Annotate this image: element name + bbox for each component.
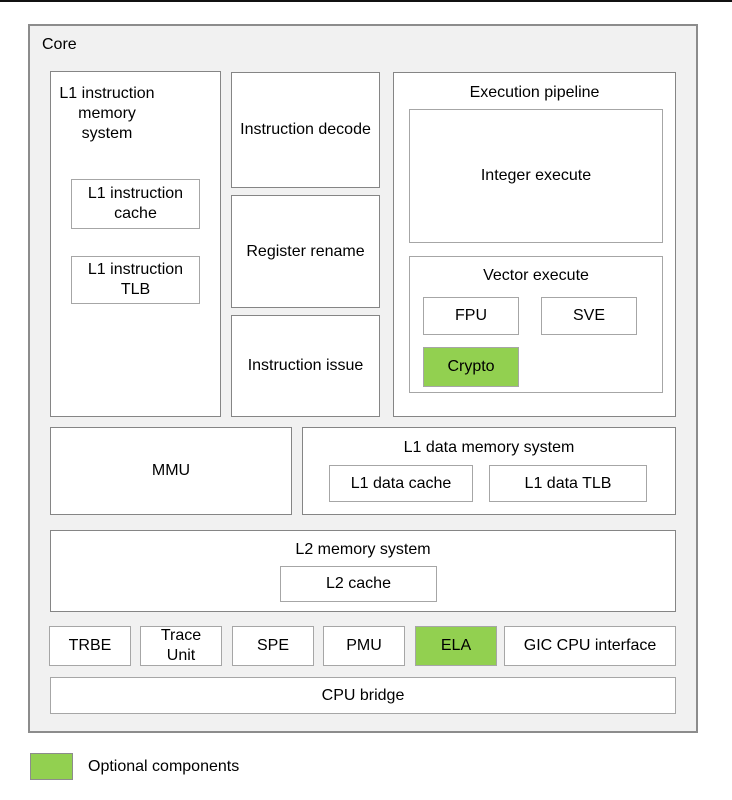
pmu-box: PMU	[323, 626, 405, 666]
optional-components-swatch	[30, 753, 73, 780]
optional-components-label: Optional components	[88, 757, 240, 775]
cpu-bridge-label: CPU bridge	[321, 686, 405, 704]
crypto-box: Crypto	[423, 347, 519, 387]
instruction-issue-box: Instruction issue	[231, 315, 380, 417]
l2-memory-system-title: L2 memory system	[295, 541, 431, 558]
l1-instruction-tlb-label: L1 instruction TLB	[87, 261, 184, 298]
integer-execute-label: Integer execute	[480, 167, 592, 184]
mmu-label: MMU	[151, 462, 191, 479]
l2-cache-label: L2 cache	[326, 575, 391, 592]
ela-box: ELA	[415, 626, 497, 666]
sve-label: SVE	[572, 307, 605, 324]
gic-cpu-interface-label: GIC CPU interface	[523, 637, 657, 654]
fpu-box: FPU	[423, 297, 519, 335]
instruction-decode-box: Instruction decode	[231, 72, 380, 188]
crypto-label: Crypto	[447, 358, 495, 375]
execution-pipeline-title: Execution pipeline	[469, 84, 600, 101]
l1-instruction-memory-system-title: L1 instruction memory system	[59, 85, 155, 142]
l1-instruction-memory-system-box: L1 instruction memory system	[50, 71, 221, 417]
vector-execute-title: Vector execute	[483, 267, 589, 284]
l1-data-memory-system-title: L1 data memory system	[403, 439, 575, 456]
l1-data-cache-box: L1 data cache	[329, 465, 473, 502]
register-rename-box: Register rename	[231, 195, 380, 308]
l2-cache-box: L2 cache	[280, 566, 437, 602]
trbe-box: TRBE	[49, 626, 131, 666]
trbe-label: TRBE	[68, 637, 112, 654]
spe-label: SPE	[256, 637, 289, 654]
trace-unit-box: Trace Unit	[140, 626, 222, 666]
sve-box: SVE	[541, 297, 637, 335]
ela-label: ELA	[440, 637, 472, 654]
gic-cpu-interface-box: GIC CPU interface	[504, 626, 676, 666]
l1-data-tlb-label: L1 data TLB	[524, 474, 612, 492]
l1-instruction-tlb-box: L1 instruction TLB	[71, 256, 200, 304]
integer-execute-box: Integer execute	[409, 109, 663, 243]
spe-box: SPE	[232, 626, 314, 666]
top-divider-rule	[0, 0, 732, 2]
l1-data-cache-label: L1 data cache	[350, 474, 452, 492]
l1-data-tlb-box: L1 data TLB	[489, 465, 647, 502]
trace-unit-label: Trace Unit	[160, 627, 202, 664]
fpu-label: FPU	[455, 307, 487, 324]
mmu-box: MMU	[50, 427, 292, 515]
cpu-bridge-box: CPU bridge	[50, 677, 676, 714]
pmu-label: PMU	[346, 637, 382, 654]
instruction-issue-label: Instruction issue	[247, 357, 364, 374]
instruction-decode-label: Instruction decode	[240, 121, 371, 138]
core-label: Core	[42, 36, 77, 53]
l1-instruction-cache-box: L1 instruction cache	[71, 179, 200, 229]
l1-instruction-cache-label: L1 instruction cache	[87, 185, 184, 222]
register-rename-label: Register rename	[246, 242, 365, 260]
